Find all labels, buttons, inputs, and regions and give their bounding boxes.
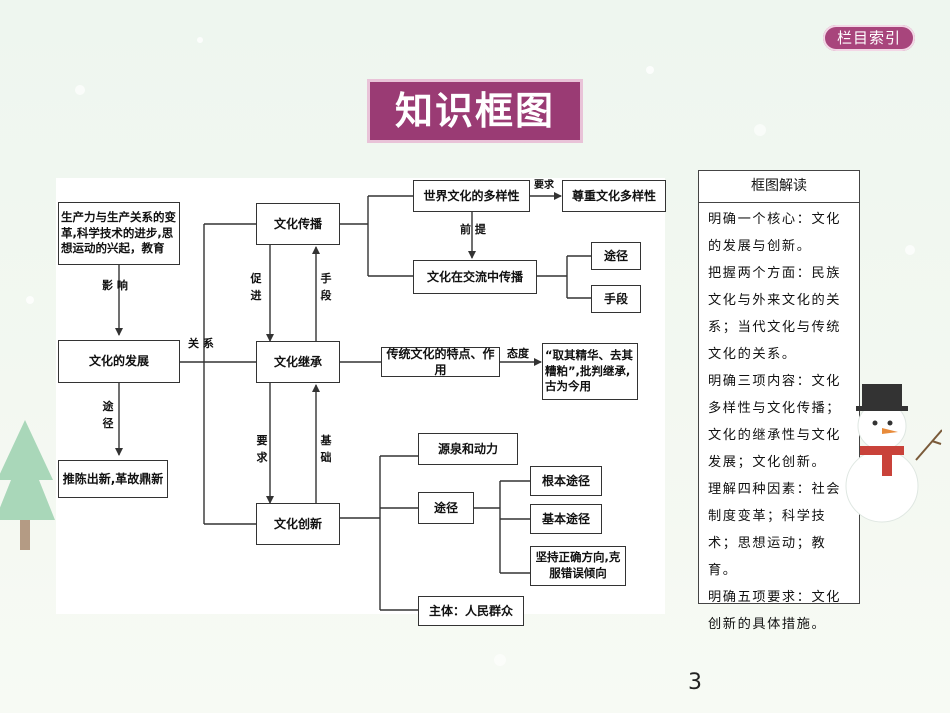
label-route-vertical: 途径: [102, 400, 114, 431]
node-fund-way: 基本途径: [530, 504, 602, 534]
node-way: 途径: [418, 492, 474, 524]
label-relation: 关 系: [188, 337, 214, 350]
label-attitude: 态度: [507, 347, 529, 360]
label-means: 手段: [320, 272, 332, 303]
page-title: 知识框图: [370, 82, 580, 140]
label-promote: 促进: [250, 272, 262, 303]
label-require: 要求: [534, 180, 554, 191]
interpretation-item: 明确一个核心：文化的发展与创新。: [708, 212, 842, 254]
node-source: 源泉和动力: [418, 433, 518, 465]
node-cause: 生产力与生产关系的变革,科学技术的进步,思想运动的兴起，教育: [58, 202, 180, 265]
node-spread: 文化传播: [256, 203, 340, 245]
node-respect: 尊重文化多样性: [562, 180, 666, 212]
label-require-vertical: 要求: [256, 434, 268, 465]
node-subject: 主体：人民群众: [418, 596, 524, 626]
page-number: 3: [688, 670, 702, 695]
node-persist: 坚持正确方向,克服错误倾向: [530, 546, 626, 586]
diagram-connectors: [115, 192, 591, 611]
node-tradition: 传统文化的特点、作用: [381, 347, 500, 377]
knowledge-diagram: 生产力与生产关系的变革,科学技术的进步,思想运动的兴起，教育 文化的发展 推陈出…: [56, 178, 666, 626]
column-index-button[interactable]: 栏目索引: [823, 25, 915, 51]
snowman-decoration: [845, 384, 942, 523]
interpretation-item: 理解四种因素：社会制度变革；科学技术；思想运动；教育。: [708, 482, 842, 578]
interpretation-item: 明确三项内容：文化多样性与文化传播；文化的继承性与文化发展；文化创新。: [708, 374, 842, 470]
interpretation-panel: 框图解读 明确一个核心：文化的发展与创新。 把握两个方面：民族文化与外来文化的关…: [698, 170, 860, 632]
node-means: 手段: [591, 285, 641, 313]
interpretation-item: 把握两个方面：民族文化与外来文化的关系；当代文化与传统文化的关系。: [708, 266, 842, 362]
node-route: 途径: [591, 242, 641, 270]
node-innov: 文化创新: [256, 503, 340, 545]
label-premise: 前 提: [460, 223, 486, 236]
node-diversity: 世界文化的多样性: [413, 180, 530, 212]
tree-decoration: [0, 420, 55, 550]
node-dev: 文化的发展: [58, 340, 180, 383]
node-renew: 推陈出新,革故鼎新: [58, 460, 168, 498]
interpretation-heading: 框图解读: [699, 171, 859, 203]
node-basic-way: 根本途径: [530, 466, 602, 496]
node-exchange: 文化在交流中传播: [413, 260, 537, 294]
interpretation-item: 明确五项要求：文化创新的具体措施。: [708, 590, 842, 632]
label-basis: 基础: [320, 434, 332, 465]
label-influence: 影 响: [102, 279, 128, 292]
node-inherit: 文化继承: [256, 341, 340, 383]
node-attitude: “取其精华、去其糟粕”,批判继承,古为今用: [542, 343, 638, 400]
